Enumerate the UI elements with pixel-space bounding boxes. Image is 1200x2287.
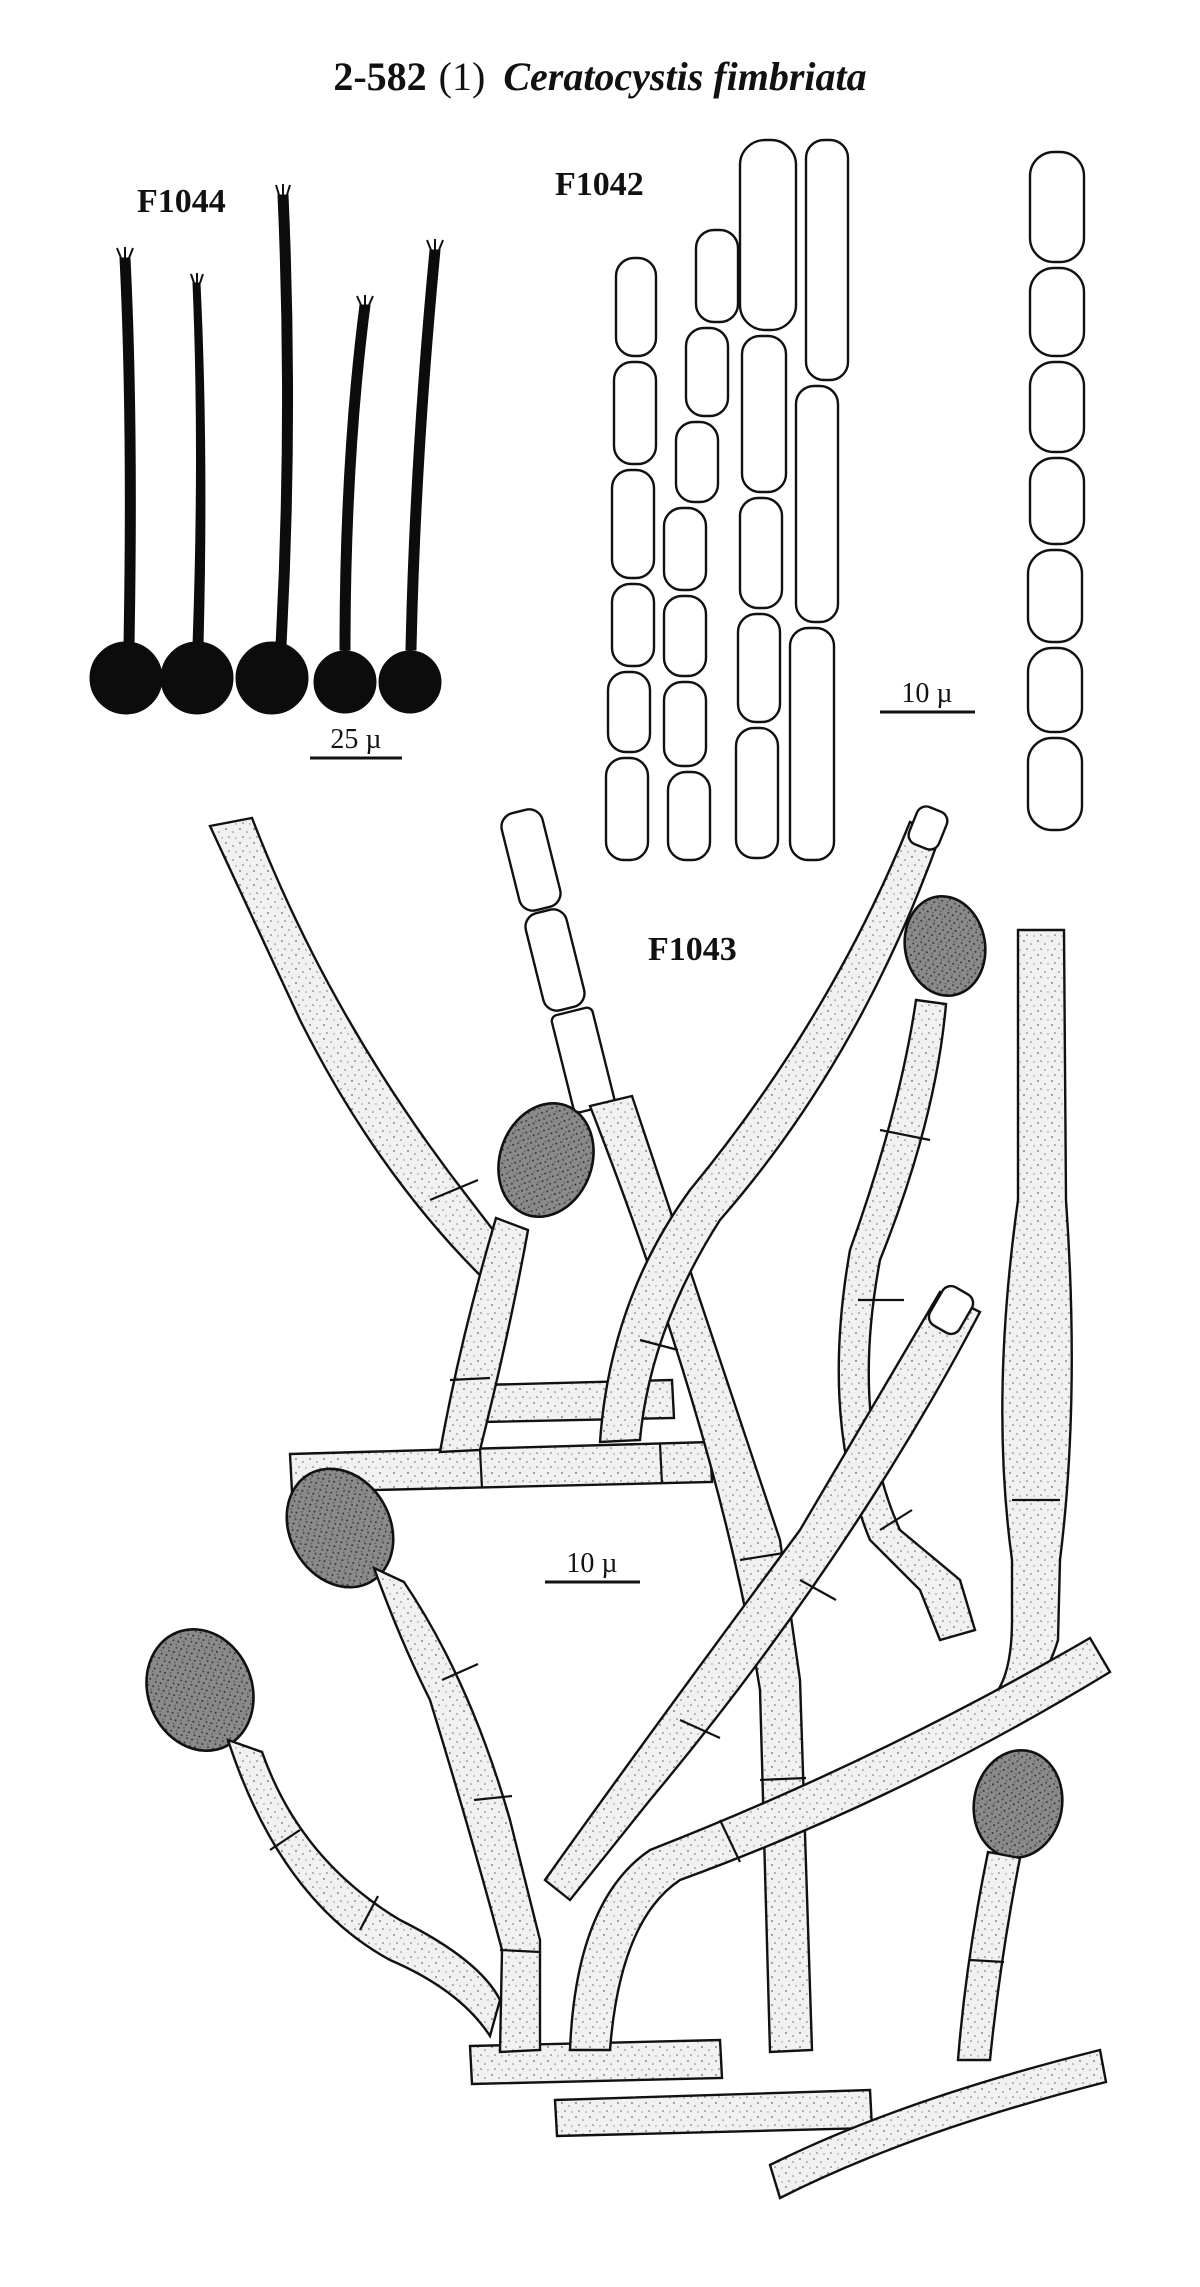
basal-hypha-upper xyxy=(288,1440,714,1494)
apical-cell-5 xyxy=(927,1284,975,1336)
tapering-hypha-left xyxy=(208,816,522,1292)
perithecium-4 xyxy=(313,295,377,714)
scale-label-f1043: 10 µ xyxy=(566,1548,617,1579)
scale-bar-f1044: 25 µ xyxy=(310,724,402,760)
basal-hypha-bottom xyxy=(553,2088,874,2138)
apical-cell-1 xyxy=(500,808,562,912)
spore-a xyxy=(497,1101,595,1219)
figure-label-f1042: F1042 xyxy=(555,166,644,203)
perithecium-3 xyxy=(235,184,309,715)
conidial-chain-4 xyxy=(788,138,850,862)
spore-e xyxy=(972,1748,1064,1860)
spore-d xyxy=(145,1628,255,1752)
perithecium-5 xyxy=(378,239,444,714)
species-name: Ceratocystis fimbriata xyxy=(503,54,866,99)
spore-b xyxy=(903,894,987,998)
diagonal-hypha-lower xyxy=(568,1636,1112,2052)
plate-index: (1) xyxy=(439,54,486,99)
figure-f1042: F1042 xyxy=(555,138,1086,862)
perithecium-1 xyxy=(89,247,163,715)
conidial-chain-3 xyxy=(734,138,798,860)
conidial-chain-1 xyxy=(604,256,658,862)
plate-code: 2-582 xyxy=(333,54,426,99)
scale-label-f1042: 10 µ xyxy=(901,678,952,709)
spore-c xyxy=(285,1467,395,1589)
tapering-hypha-center xyxy=(598,820,942,1444)
conidial-chain-5 xyxy=(1026,150,1086,832)
plate-title: 2-582 (1) Ceratocystis fimbriata xyxy=(333,54,866,99)
conidiophore-e xyxy=(956,1850,1022,2062)
apical-cell-2 xyxy=(524,908,586,1012)
scale-label-f1044: 25 µ xyxy=(330,724,381,755)
basal-hypha-right xyxy=(768,2048,1108,2200)
figure-label-f1044: F1044 xyxy=(137,183,226,220)
perithecium-2 xyxy=(160,273,234,715)
figure-label-f1043: F1043 xyxy=(648,931,737,968)
figure-f1044: F1044 25 µ xyxy=(89,183,444,760)
conidial-chain-2 xyxy=(662,228,740,862)
diagonal-hypha xyxy=(543,1290,982,1902)
scale-bar-f1043: 10 µ xyxy=(545,1548,640,1584)
conidiophore-c xyxy=(371,1565,542,2054)
conidiophore-a xyxy=(438,1216,530,1454)
apical-cell-4 xyxy=(907,805,949,851)
scale-bar-f1042: 10 µ xyxy=(880,678,975,714)
apical-cell-3 xyxy=(550,1006,616,1114)
figure-f1043: F1043 xyxy=(145,805,1112,2200)
conidiophore-d xyxy=(226,1738,502,2039)
